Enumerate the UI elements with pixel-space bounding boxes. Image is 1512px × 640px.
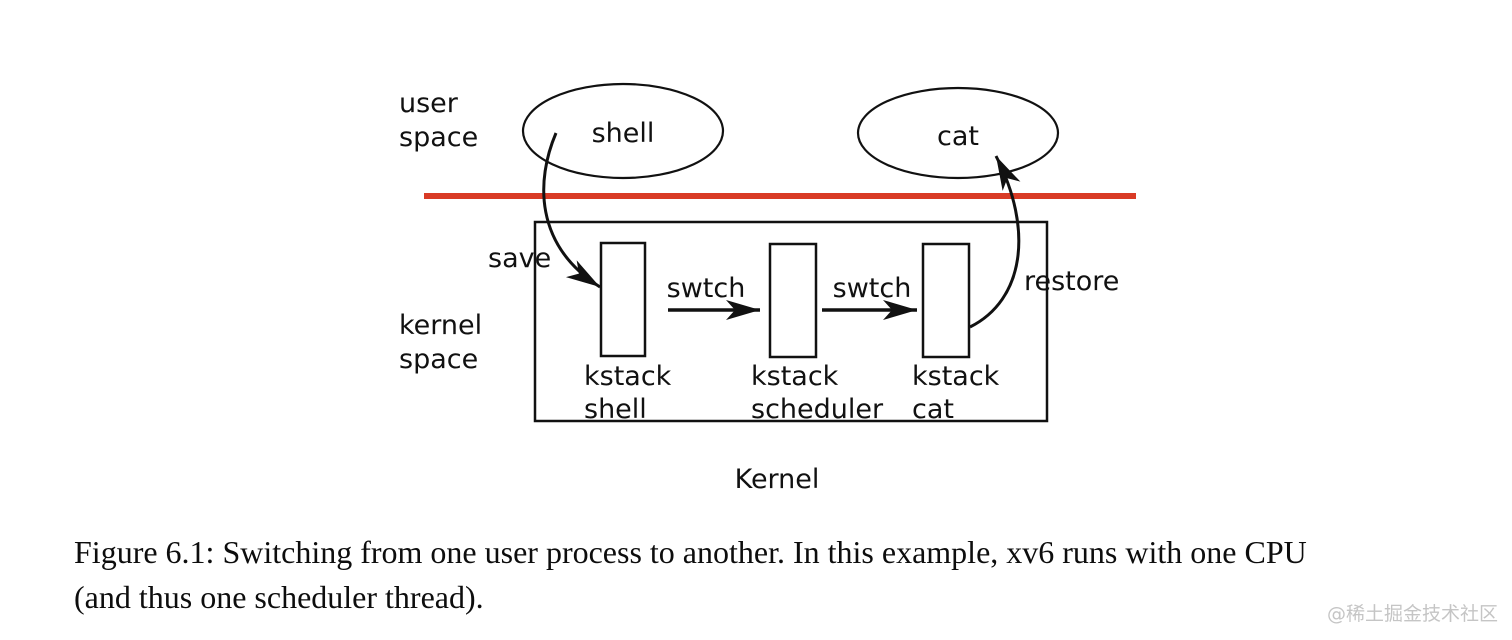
kstack-shell-label: kstack shell — [584, 360, 671, 426]
user-space-label: user space — [399, 87, 478, 155]
swtch-label-2: swtch — [832, 273, 912, 304]
kstack-shell-rect — [599, 241, 647, 358]
user-space-label-line1: user — [399, 88, 458, 119]
shell-process-ellipse — [521, 82, 725, 180]
save-label: save — [488, 243, 552, 274]
restore-arrow — [969, 155, 1021, 329]
kstack-cat-label: kstack cat — [912, 360, 999, 426]
save-arrow — [542, 132, 601, 289]
swtch-label-1: swtch — [666, 273, 746, 304]
kernel-space-label-line2: space — [399, 344, 479, 375]
kstack-scheduler-rect — [768, 242, 818, 359]
cat-process-label: cat — [937, 121, 979, 152]
kernel-space-label: kernel space — [399, 309, 482, 377]
restore-label: restore — [1024, 266, 1120, 297]
kstack-scheduler-label-line1: kstack — [751, 361, 839, 392]
kstack-cat-rect — [921, 242, 971, 359]
kstack-cat-label-line2: cat — [912, 394, 954, 425]
kernel-box — [533, 220, 1049, 423]
kstack-shell-label-line1: kstack — [584, 361, 672, 392]
kstack-cat-label-line1: kstack — [912, 361, 1000, 392]
kstack-scheduler-label: kstack scheduler — [751, 360, 883, 426]
kernel-space-label-line1: kernel — [399, 310, 483, 341]
figure-caption-line2: (and thus one scheduler thread). — [74, 579, 484, 615]
shell-process-label: shell — [591, 118, 655, 149]
kernel-box-title: Kernel — [734, 464, 820, 495]
cat-process-ellipse — [856, 86, 1060, 180]
user-space-label-line2: space — [399, 122, 479, 153]
kstack-scheduler-label-line2: scheduler — [751, 394, 884, 425]
watermark-text: @稀土掘金技术社区 — [1326, 603, 1498, 625]
kstack-shell-label-line2: shell — [584, 394, 647, 425]
figure-caption-line1: Figure 6.1: Switching from one user proc… — [74, 534, 1307, 570]
figure-caption: Figure 6.1: Switching from one user proc… — [74, 530, 1307, 620]
